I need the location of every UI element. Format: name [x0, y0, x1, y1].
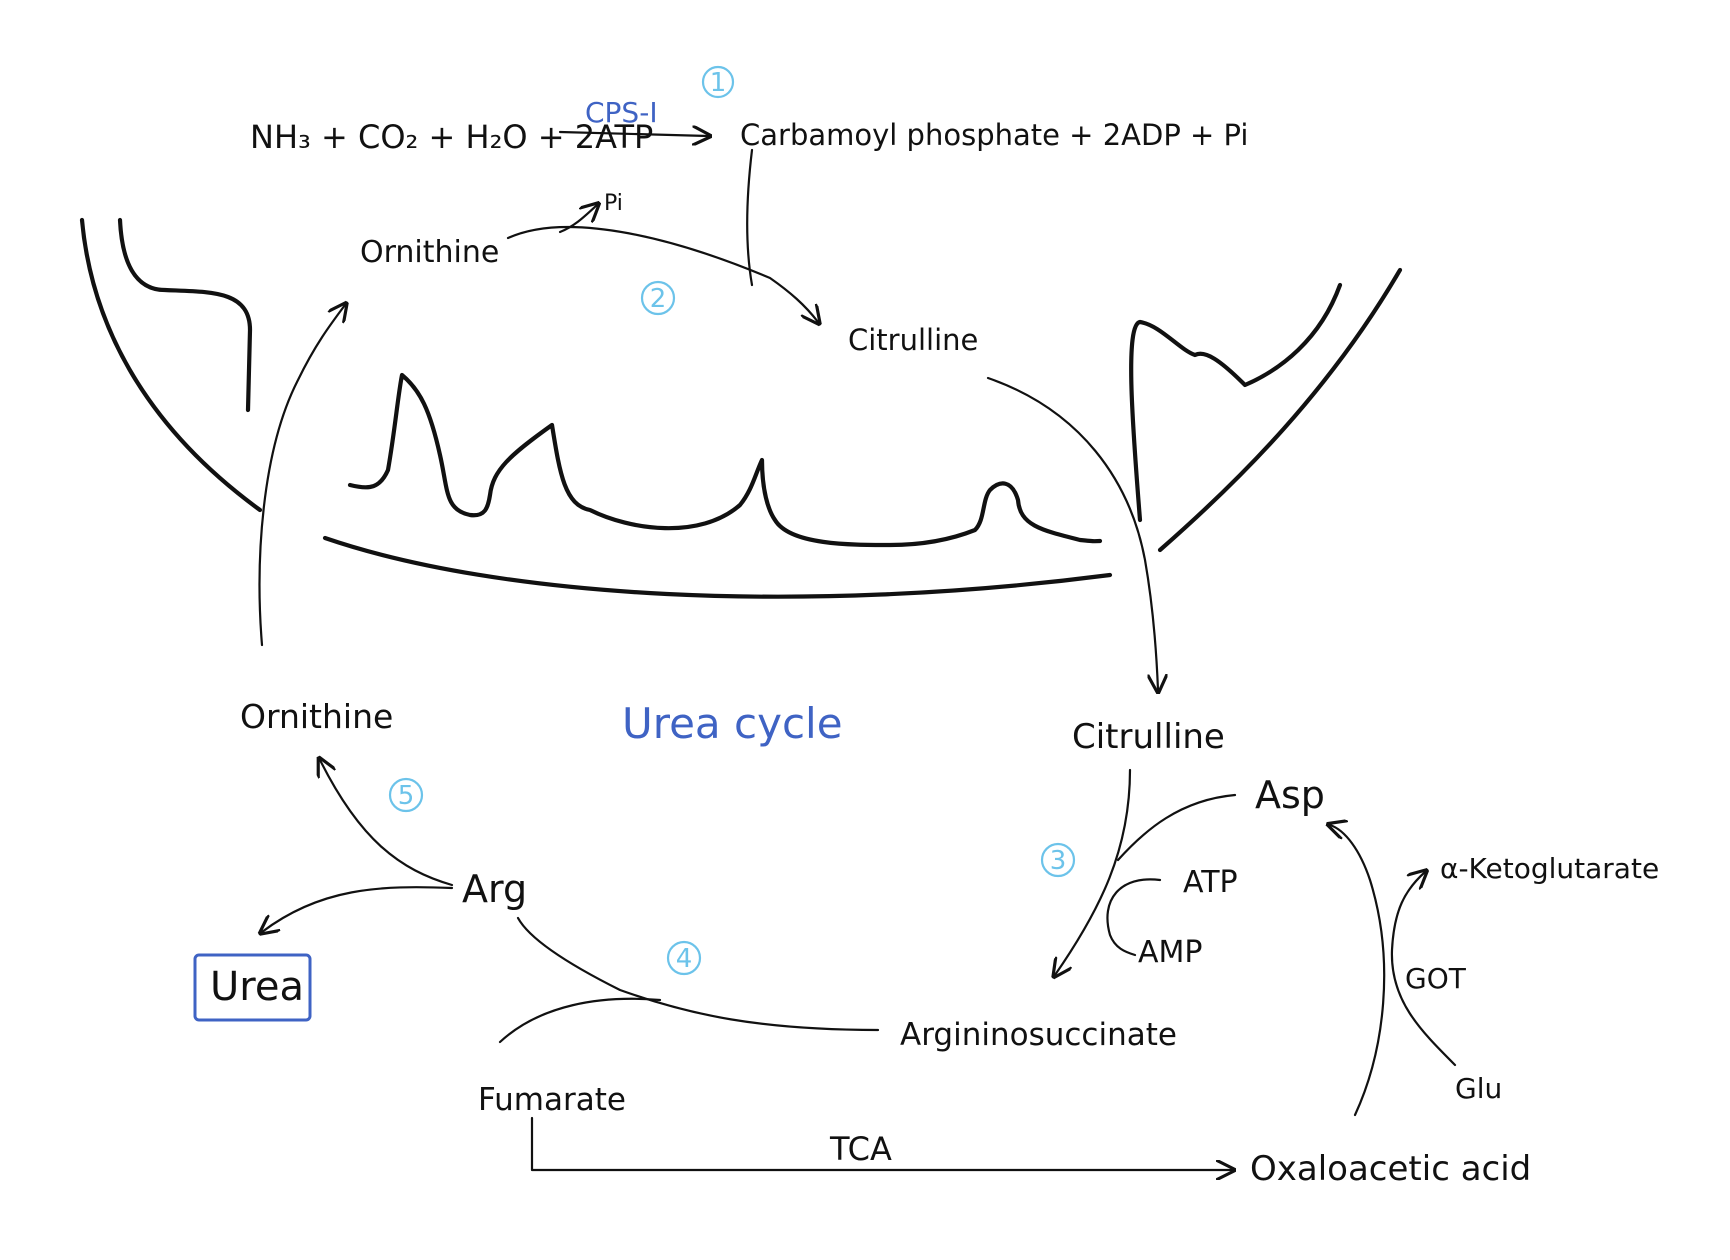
reaction1-products: Carbamoyl phosphate + 2ADP + Pi [740, 118, 1248, 152]
glu-label: Glu [1455, 1072, 1502, 1105]
arg-label: Arg [462, 867, 527, 911]
step-3-label: 3 [1050, 846, 1067, 876]
mito-cristae [347, 372, 1103, 548]
amp-label: AMP [1138, 935, 1203, 970]
a-ketoglutarate-label: α-Ketoglutarate [1440, 852, 1659, 885]
step-2-label: 2 [650, 284, 667, 314]
step-5-label: 5 [398, 781, 415, 811]
cps-arrow [558, 132, 708, 136]
ornithine-import-arrow [258, 305, 345, 647]
step-3-marker: 3 [1040, 842, 1076, 878]
ornithine-citrulline-arc [506, 225, 818, 322]
arg-to-urea-arrow [262, 886, 454, 932]
citrulline-export-arrow [986, 376, 1158, 690]
step-5-marker: 5 [388, 777, 424, 813]
mito-left-inner-fold [117, 217, 253, 413]
reaction1-reactants: NH₃ + CO₂ + H₂O + 2ATP [250, 118, 653, 156]
mito-right-inner-fold [1129, 282, 1343, 523]
got-enzyme-label: GOT [1405, 962, 1467, 995]
asp-label: Asp [1255, 773, 1325, 817]
glu-to-aketoglutarate-arrow [1390, 872, 1457, 1067]
step-4-marker: 4 [666, 940, 702, 976]
cyto-citrulline-label: Citrulline [1072, 717, 1225, 757]
arg-to-ornithine-arrow [320, 760, 454, 887]
mito-inner-membrane [322, 535, 1113, 599]
argininosuccinate-label: Argininosuccinate [900, 1017, 1177, 1053]
asp-input-curve [1116, 793, 1237, 862]
argininosuccinate-to-arg-line [516, 916, 880, 1032]
mito-outer-membrane-left [79, 217, 263, 513]
tca-arrow [530, 1116, 1232, 1170]
step-2-marker: 2 [640, 280, 676, 316]
step-1-label: 1 [710, 68, 727, 98]
oxaloacetic-acid-label: Oxaloacetic acid [1250, 1149, 1531, 1189]
oaa-to-asp-arrow [1330, 825, 1386, 1117]
pi-release-arrow [558, 205, 597, 234]
atp-label: ATP [1183, 865, 1238, 900]
cyto-ornithine-label: Ornithine [240, 697, 393, 736]
mito-outer-membrane-right [1157, 267, 1403, 553]
cps-enzyme-label: CPS-I [585, 96, 658, 129]
urea-cycle-title: Urea cycle [622, 699, 843, 748]
citrulline-to-argininosuccinate-arrow [1055, 768, 1132, 975]
step-4-label: 4 [676, 944, 693, 974]
mito-ornithine-label: Ornithine [360, 235, 499, 270]
fumarate-release-curve [498, 997, 662, 1044]
urea-label: Urea [210, 964, 304, 1010]
carbamoyl-to-citrulline-line [746, 148, 754, 287]
mito-citrulline-label: Citrulline [848, 323, 978, 357]
tca-label: TCA [829, 1130, 892, 1168]
atp-amp-curve [1106, 878, 1162, 957]
urea-box [193, 953, 312, 1022]
fumarate-label: Fumarate [478, 1082, 626, 1118]
pi-label: Pi [604, 191, 623, 216]
step-1-marker: 1 [701, 65, 735, 99]
